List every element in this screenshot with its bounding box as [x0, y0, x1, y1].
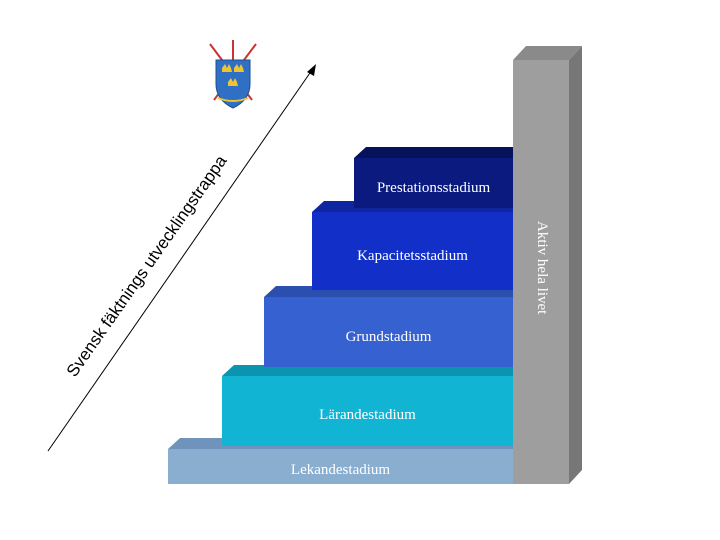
step-face: [264, 297, 513, 367]
step-label: Prestationsstadium: [377, 180, 491, 196]
step-5: Prestationsstadium: [354, 147, 513, 208]
pillar-front: [513, 60, 569, 484]
step-face: [312, 212, 513, 290]
pillar-top: [513, 46, 582, 60]
pillar-label: Aktiv hela livet: [534, 221, 550, 315]
step-label: Kapacitetsstadium: [357, 248, 468, 264]
step-face: [222, 376, 513, 446]
pillar-side: [569, 46, 582, 484]
step-face: [354, 158, 513, 208]
lifelong-pillar: Aktiv hela livet: [513, 46, 582, 484]
step-face: [168, 449, 513, 484]
diagonal-title: Svensk fäktnings utvecklingstrappa: [63, 151, 231, 380]
step-label: Grundstadium: [346, 329, 432, 345]
step-2: Lärandestadium: [222, 365, 513, 446]
progression-arrow: [47, 64, 316, 452]
federation-crest-logo: [209, 40, 257, 109]
step-top: [222, 365, 513, 376]
step-4: Kapacitetsstadium: [312, 201, 513, 290]
step-label: Lärandestadium: [319, 407, 416, 423]
step-label: Lekandestadium: [291, 462, 390, 478]
step-3: Grundstadium: [264, 286, 513, 367]
step-top: [354, 147, 513, 158]
staircase-steps: Lekandestadium Lärandestadium Grundstadium…: [168, 147, 513, 484]
